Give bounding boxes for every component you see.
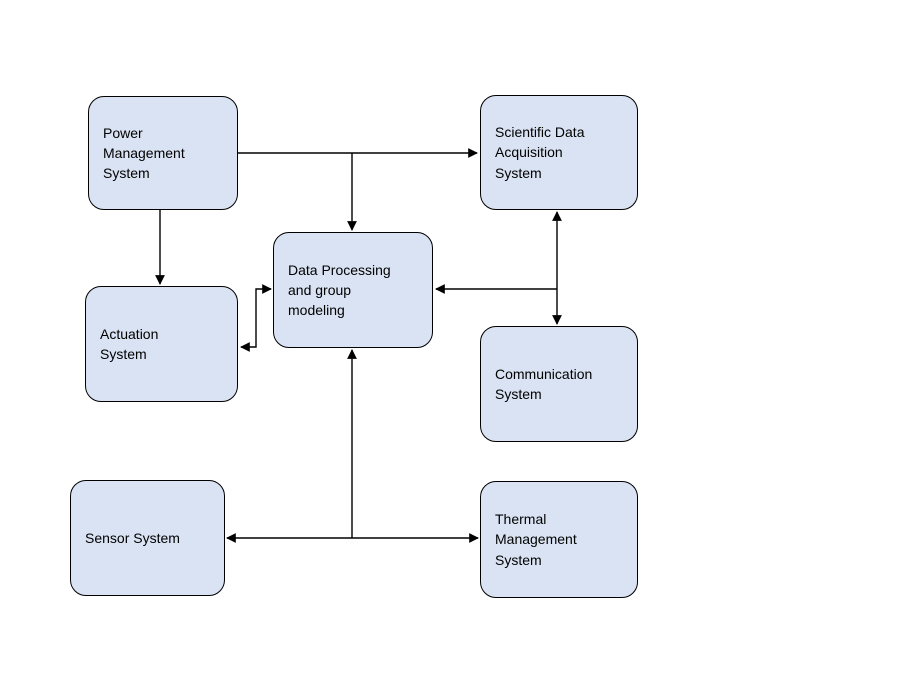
node-sensor-system-label: Sensor System <box>85 529 180 546</box>
node-scientific-data-acquisition-system: Scientific Data Acquisition System <box>480 95 638 210</box>
node-thermal-management-system: Thermal Management System <box>480 481 638 598</box>
node-data-processing-and-group-modeling: Data Processing and group modeling <box>273 232 433 348</box>
node-data-processing-and-group-modeling-label: Data Processing and group modeling <box>288 261 391 319</box>
node-actuation-system: Actuation System <box>85 286 238 402</box>
node-communication-system-label: Communication System <box>495 365 593 402</box>
node-scientific-data-acquisition-system-label: Scientific Data Acquisition System <box>495 124 585 181</box>
node-actuation-system-label: Actuation System <box>100 325 159 362</box>
node-power-management-system: Power Management System <box>88 96 238 210</box>
node-sensor-system: Sensor System <box>70 480 225 596</box>
arrow-actuation-data-processing <box>240 284 272 352</box>
node-thermal-management-system-label: Thermal Management System <box>495 511 577 568</box>
node-power-management-system-label: Power Management System <box>103 124 185 182</box>
node-communication-system: Communication System <box>480 326 638 442</box>
